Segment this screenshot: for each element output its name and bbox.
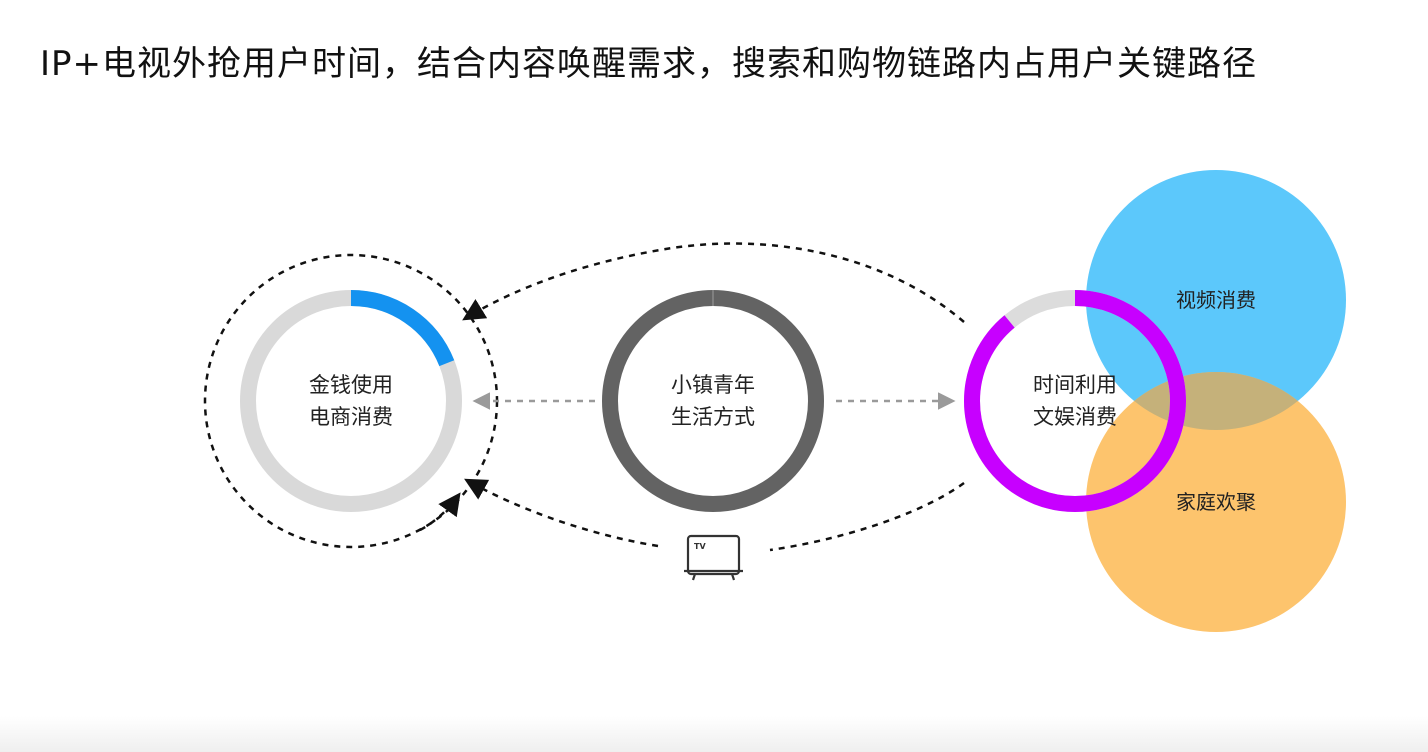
right-ring-line1: 时间利用: [1033, 373, 1117, 397]
center-ring: [602, 290, 824, 512]
left-ring-line1: 金钱使用: [309, 373, 393, 397]
center-ring-line1: 小镇青年: [671, 373, 755, 397]
ring-time-entertainment: 时间利用 文娱消费: [964, 290, 1186, 512]
right-ring-progress: [964, 290, 1186, 512]
arrow-orbit-bottom-head: [419, 492, 461, 532]
arrow-tv-to-left-bottom: [464, 478, 659, 548]
center-ring-line2: 生活方式: [671, 405, 755, 429]
ring-small-town-youth: 小镇青年 生活方式: [602, 290, 824, 512]
right-ring-line2: 文娱消费: [1033, 405, 1117, 429]
left-ring-line2: 电商消费: [309, 405, 393, 429]
left-ring-progress: [240, 290, 462, 512]
bubble-family-label: 家庭欢聚: [1176, 490, 1256, 514]
tv-icon: TV: [684, 534, 743, 581]
tv-icon-label: TV: [694, 542, 706, 551]
bubble-video-consumption: [1086, 170, 1346, 430]
arrow-right-to-left-top: [462, 242, 965, 323]
ring-money-ecommerce: 金钱使用 电商消费: [240, 290, 462, 512]
bubble-family-gathering: [1086, 372, 1346, 632]
slide-title: IP+电视外抢用户时间，结合内容唤醒需求，搜索和购物链路内占用户关键路径: [40, 44, 1258, 84]
arrow-right-to-tv: [769, 481, 965, 552]
bottom-shade: [0, 716, 1428, 752]
bubble-video-label: 视频消费: [1176, 288, 1256, 312]
